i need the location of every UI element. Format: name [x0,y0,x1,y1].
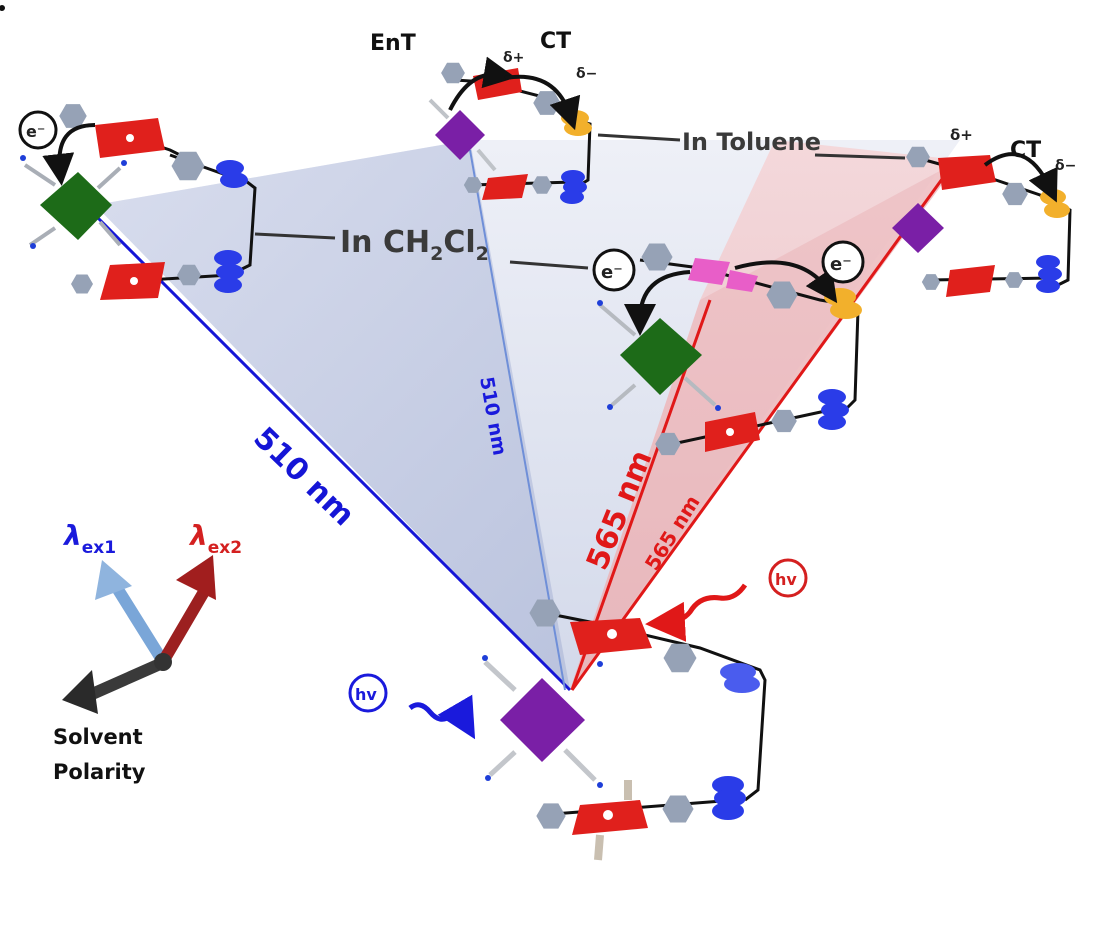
face-left-blue [95,140,570,690]
arrowhead-ex1 [95,560,132,600]
face-pink-wide [570,140,960,690]
hv-label-blue: hv [355,685,377,704]
ch2cl2-text-prefix: In CH [340,225,430,260]
label-toluene: In Toluene [597,128,906,160]
core-purple [500,678,585,762]
state-top-center: EnT CT δ+ δ− [370,29,597,204]
electron-label: e⁻ [26,122,45,141]
polarity-label: Polarity [53,760,146,784]
ct-label-right: CT [1010,138,1041,163]
lambda-ex1-sub: ex1 [82,538,116,558]
label-ch2cl2: In CH2Cl2 [254,225,589,270]
electron-badge [821,240,865,284]
core-purple [892,203,944,253]
lambda-ex2-symbol: λ [188,519,208,552]
ct-label-top: CT [540,29,571,54]
axis-origin [154,653,172,671]
toluene-text: In Toluene [682,128,821,156]
ch2cl2-sub2: 2 [476,243,489,265]
electron-label: e⁻ [830,254,852,275]
state-top-right: CT δ+ δ− [892,126,1076,297]
core-purple [435,110,485,160]
porphyrin-red [946,265,995,297]
axis-arrow-ex1 [106,574,168,666]
hv-badge-red [768,558,808,598]
svg-text:In CH2Cl2: In CH2Cl2 [340,225,489,265]
porphyrin-red [938,155,996,190]
hv-red: hv [645,558,808,642]
delta-plus-right: δ+ [950,126,973,144]
electron-badge [592,248,636,292]
axis-arrow-solvent [84,658,166,701]
arrowhead-ex2 [176,555,216,600]
edge-left [93,213,572,692]
lambda-ex1-symbol: λ [62,519,82,552]
hv-badge-blue [348,673,388,713]
corner-dot [0,5,5,11]
delta-minus-right: δ− [1055,158,1076,174]
pink-block [688,258,730,285]
svg-text:λex1: λex1 [62,519,116,558]
electron-label: e⁻ [601,262,623,283]
svg-text:λex2: λex2 [188,519,242,558]
hv-label-red: hv [775,570,797,589]
ent-label: EnT [370,31,416,56]
state-bottom [482,599,767,861]
electron-badge [18,110,58,150]
hv-blue: hv [348,673,476,740]
lambda-ex2-sub: ex2 [208,538,242,558]
pink-block [726,270,758,292]
ch2cl2-sub1: 2 [430,243,443,265]
arrowhead-solvent [62,670,98,714]
zn-core-green [40,172,112,240]
delta-minus-top: δ− [576,66,597,82]
porphyrin-red [482,174,528,200]
axis-arrow-ex2 [158,584,211,666]
solvent-label: Solvent [53,725,143,749]
delta-plus-top: δ+ [503,50,524,66]
zn-core-green [620,318,702,395]
state-top-left: e⁻ [18,104,257,300]
state-middle: e⁻ e⁻ [592,240,865,456]
ch2cl2-text-mid: Cl [443,225,475,260]
axes-legend: λex1 λex2 Solvent Polarity [53,519,242,784]
